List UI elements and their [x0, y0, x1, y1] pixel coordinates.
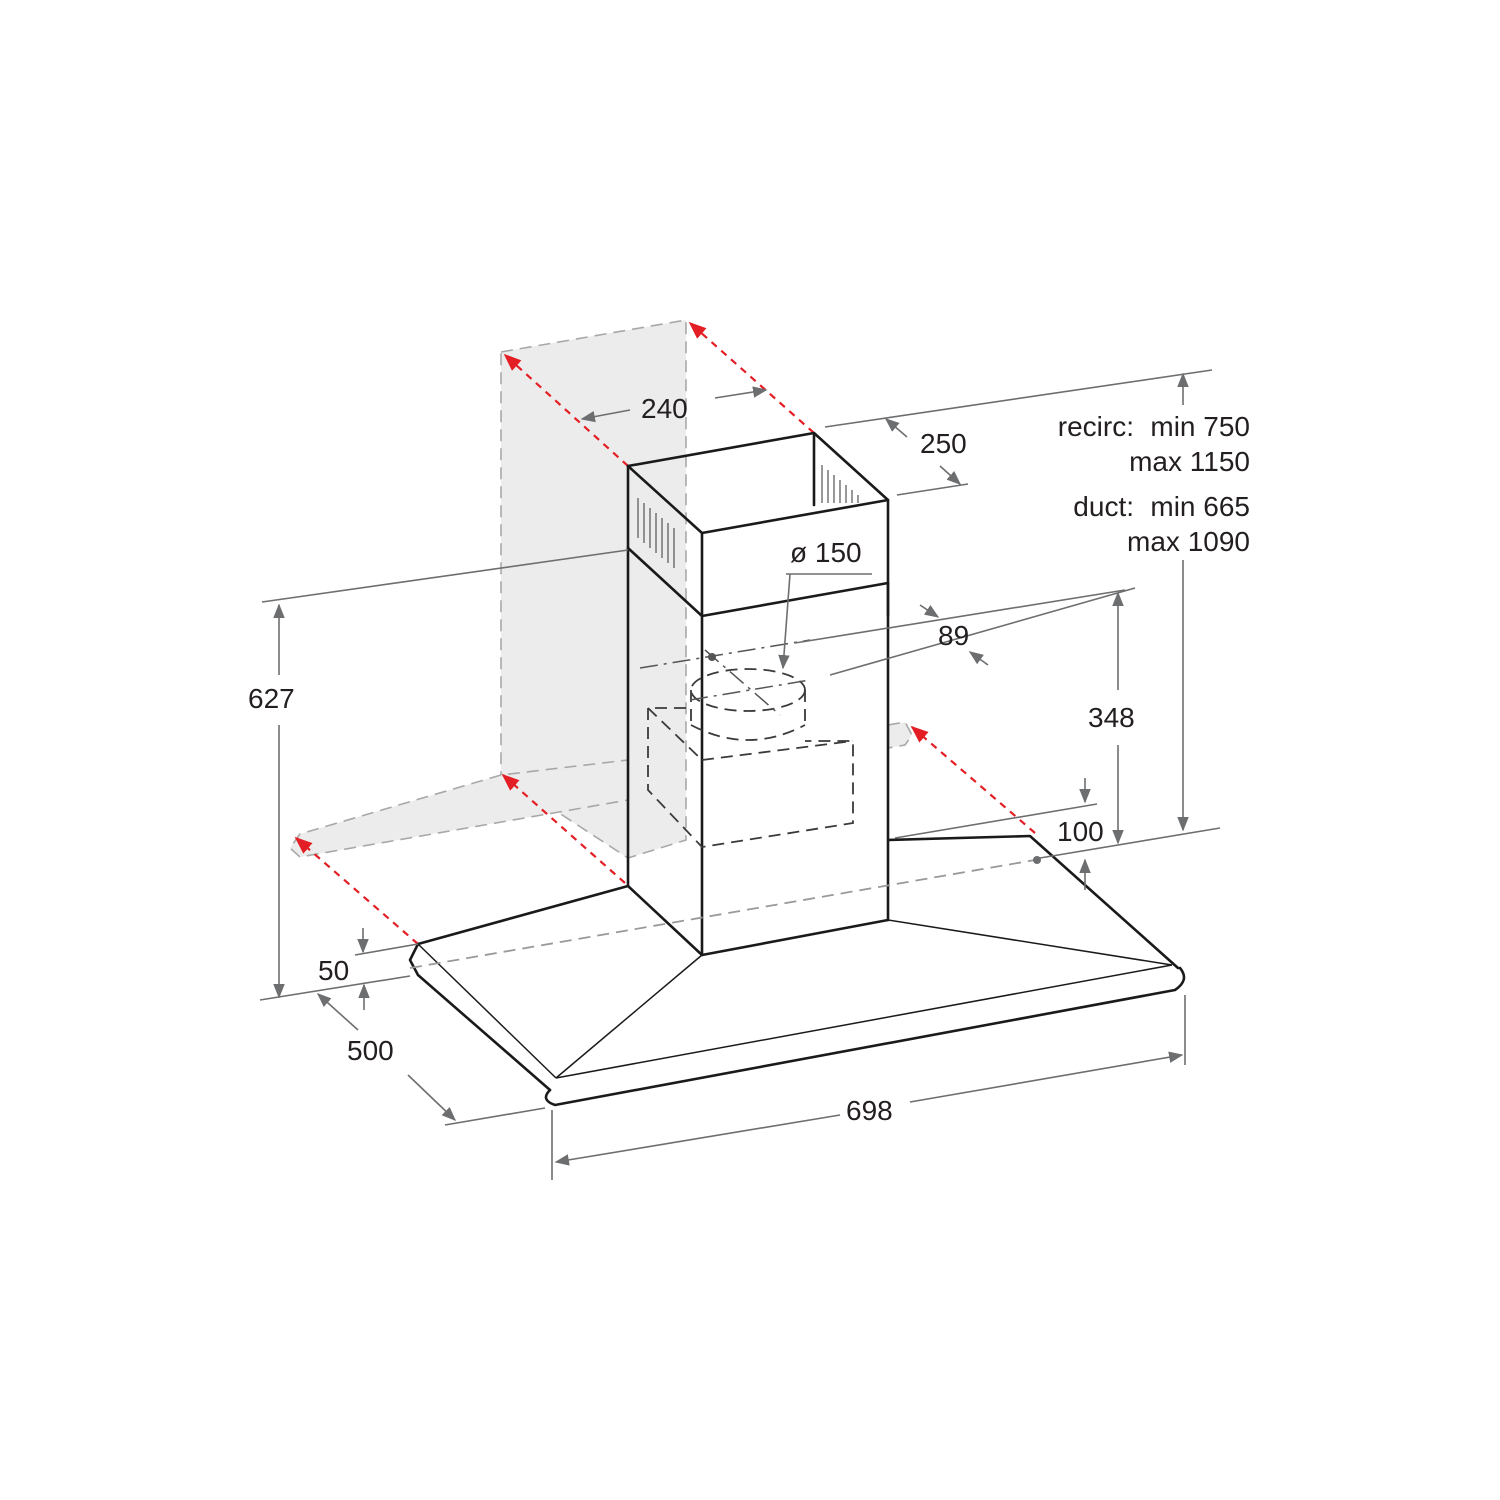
hidden-motor-and-duct — [639, 639, 854, 848]
recirc-label: recirc: — [1058, 411, 1134, 442]
height-range-note: recirc: min 750 max 1150 duct: min 665 m… — [1058, 411, 1250, 557]
dimension-lines — [259, 369, 1221, 1180]
dim-chimney-depth: 250 — [920, 428, 967, 459]
dim-canopy-width: 698 — [846, 1095, 893, 1126]
vent-grille-left — [637, 498, 675, 568]
canopy-body — [408, 834, 1186, 1107]
recirc-max: max 1150 — [1129, 446, 1250, 477]
recirc-min: min 750 — [1150, 411, 1250, 442]
duct-max: max 1090 — [1127, 526, 1250, 557]
dim-front-thickness: 50 — [318, 955, 349, 986]
dimension-labels: 240 250 ø 150 89 627 348 100 50 500 698 — [248, 393, 1135, 1126]
dim-total-height: 627 — [248, 683, 295, 714]
wall-silhouette — [288, 319, 913, 859]
dim-bracket-height: 348 — [1088, 702, 1135, 733]
dim-duct-diameter: ø 150 — [790, 537, 862, 568]
vent-grille-right — [821, 465, 859, 503]
mounting-guide-arrows — [294, 321, 1036, 945]
canopy-back-hidden-line — [409, 859, 1036, 969]
dim-duct-offset: 89 — [938, 620, 969, 651]
duct-label: duct: — [1073, 491, 1134, 522]
dim-canopy-depth: 500 — [347, 1035, 394, 1066]
dim-chimney-width: 240 — [641, 393, 688, 424]
dim-canopy-edge: 100 — [1057, 816, 1104, 847]
duct-min: min 665 — [1150, 491, 1250, 522]
